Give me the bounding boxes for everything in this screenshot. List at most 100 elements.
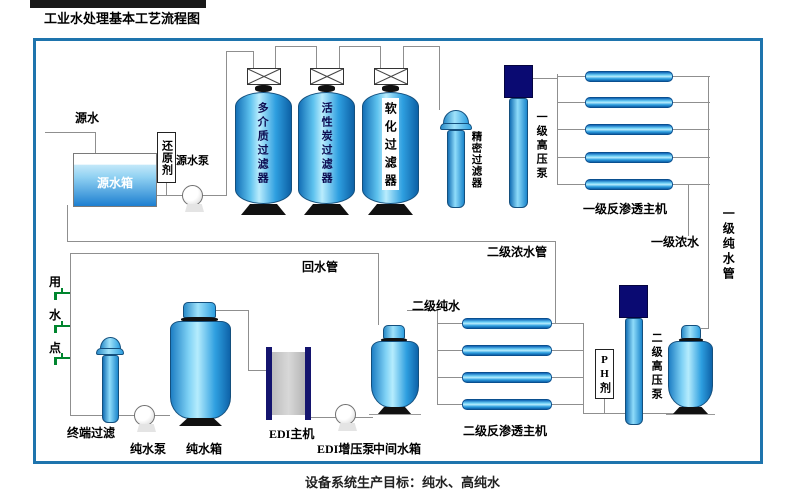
- pipe: [673, 184, 710, 185]
- stand: [368, 204, 413, 215]
- pipe: [248, 370, 267, 371]
- pipe: [275, 46, 276, 68]
- ro1-membrane-tube: [585, 152, 673, 163]
- edi-unit-body: [272, 352, 305, 415]
- pipe: [604, 399, 605, 413]
- pipe: [552, 323, 583, 324]
- pipe: [70, 415, 170, 416]
- faucet-icon: [54, 325, 57, 333]
- pipe: [557, 76, 585, 77]
- pipe: [437, 404, 462, 405]
- pipe: [552, 404, 583, 405]
- redacted-header-bar: [30, 0, 206, 8]
- stand: [377, 407, 412, 415]
- pipe: [701, 328, 709, 329]
- pipe: [316, 46, 317, 68]
- stand: [672, 407, 709, 415]
- pipe: [555, 241, 556, 323]
- ph-agent-label: PH剂: [598, 353, 611, 395]
- label-strip: [382, 98, 399, 190]
- reducing-agent-label: 还原剂: [160, 139, 173, 176]
- edi-booster-pump-label: EDI增压泵: [317, 442, 375, 456]
- pipe: [673, 76, 710, 77]
- pipe-concentrate-1: [688, 184, 689, 236]
- pump-base: [185, 204, 204, 212]
- faucet-icon: [55, 357, 70, 359]
- stand: [304, 204, 349, 215]
- pipe: [45, 132, 95, 133]
- source-water-tank: [73, 153, 157, 207]
- faucet-icon: [61, 321, 63, 326]
- hp-pump-1-label: 一级高压泵: [535, 111, 548, 181]
- ro1-membrane-tube: [585, 179, 673, 190]
- page-title: 工业水处理基本工艺流程图: [44, 11, 201, 26]
- precision-filter-collar: [440, 123, 472, 130]
- edi-unit-label: EDI主机: [269, 427, 315, 441]
- pump-base: [137, 424, 156, 432]
- hp-pump-2-body: [625, 318, 643, 425]
- pipe: [557, 157, 585, 158]
- hp-pump-2-label: 二级高压泵: [650, 332, 663, 402]
- pipe: [339, 46, 340, 68]
- pipe: [166, 183, 167, 195]
- pipe: [275, 46, 316, 47]
- right-tank-cap: [681, 325, 701, 339]
- precision-filter-body: [447, 130, 465, 208]
- valve-icon: [374, 68, 408, 85]
- middle-tank-label: 中间水箱: [373, 442, 422, 456]
- diagram-caption: 设备系统生产目标：纯水、高纯水: [305, 475, 501, 490]
- base-line: [369, 414, 421, 415]
- pipe: [403, 46, 404, 68]
- faucet-icon: [61, 288, 63, 293]
- middle-tank-band: [381, 338, 407, 342]
- hp-pump-1-motor: [504, 65, 533, 98]
- terminal-filter-collar: [96, 348, 124, 355]
- multimedia-filter-vessel: [235, 92, 292, 204]
- valve-icon: [310, 68, 344, 85]
- pipe: [557, 129, 585, 130]
- pipe: [533, 78, 558, 79]
- faucet-icon: [55, 292, 70, 294]
- precision-filter-label: 精密过滤器: [470, 131, 482, 189]
- pipe: [378, 253, 379, 325]
- terminal-filter-label: 终端过滤: [67, 426, 116, 440]
- edi-electrode: [305, 347, 311, 420]
- pipe: [67, 205, 68, 241]
- pipe: [557, 102, 585, 103]
- ro2-label: 二级反渗透主机: [463, 424, 548, 438]
- pure-water-pump: [134, 405, 155, 426]
- pure-water-tank-band: [181, 317, 218, 322]
- right-tank-body: [668, 341, 713, 408]
- pipe: [437, 310, 438, 405]
- pipe: [157, 195, 183, 196]
- carbon-filter-vessel: [298, 92, 355, 204]
- pipe: [253, 51, 254, 68]
- ro2-membrane-tube: [462, 372, 552, 383]
- tank-neck: [382, 85, 399, 92]
- pipe: [437, 323, 462, 324]
- pipe: [557, 184, 585, 185]
- ro2-membrane-tube: [462, 345, 552, 356]
- softening-filter-label: 软化过滤器: [383, 102, 398, 192]
- pipe: [437, 350, 462, 351]
- edi-electrode: [266, 347, 272, 420]
- source-pump: [182, 185, 203, 206]
- pipe: [437, 377, 462, 378]
- ph-agent-box: PH剂: [595, 349, 614, 399]
- pipe: [407, 310, 437, 311]
- pipe: [95, 132, 96, 153]
- carbon-filter-label: 活性炭过滤器: [320, 102, 333, 186]
- pure-water-2-label: 二级纯水: [412, 299, 461, 313]
- faucet-icon: [54, 357, 57, 365]
- ro2-membrane-tube: [462, 318, 552, 329]
- pure-water-tank-body: [170, 321, 231, 419]
- use-point-char: 水: [49, 308, 62, 322]
- pipe: [339, 46, 380, 47]
- pipe: [202, 195, 227, 196]
- pipe-concentrate-2: [67, 241, 556, 242]
- return-pipe-label: 回水管: [302, 260, 339, 274]
- pipe-use-point-riser: [70, 253, 71, 415]
- pipe: [226, 51, 227, 195]
- middle-tank-cap: [383, 325, 405, 339]
